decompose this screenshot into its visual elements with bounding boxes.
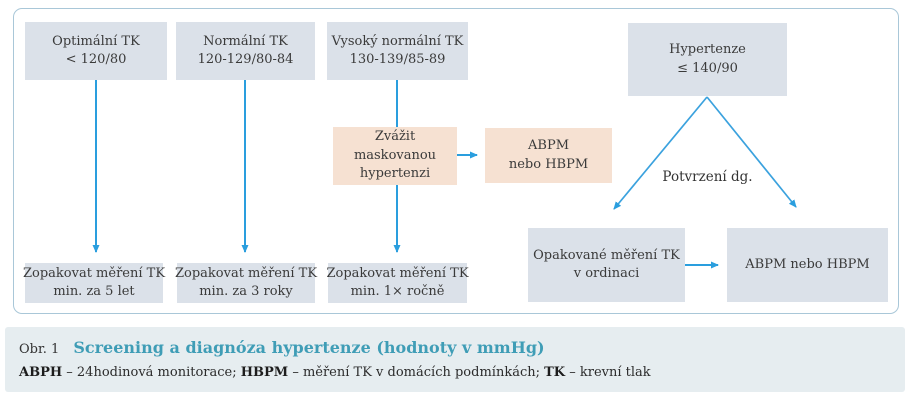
box-office-repeat-measurement: Opakované měření TK v ordinaci (528, 228, 685, 302)
box-line: nebo HBPM (508, 156, 589, 172)
label-confirm-dg: Potvrzení dg. (662, 169, 753, 185)
box-masked-hypertension: Zvážit maskovanou hypertenzi (333, 127, 457, 185)
box-line: Opakované měření TK (533, 247, 680, 263)
box-line: min. za 5 let (53, 284, 135, 299)
box-repeat-3-years: Zopakovat měření TK min. za 3 roky (174, 263, 318, 303)
box-high-normal-tk: Vysoký normální TK 130-139/85-89 (327, 22, 468, 80)
box-line: Zopakovat měření TK (22, 266, 166, 282)
box-line: min. za 3 roky (199, 284, 293, 299)
legend-desc: – měření TK v domácích podmínkách; (288, 365, 545, 380)
caption-band: Obr. 1 Screening a diagnóza hypertenze (… (5, 327, 905, 392)
box-line: Zopakovat měření TK (326, 266, 469, 282)
box-line: Zvážit (374, 129, 416, 145)
legend-abbr: HBPM (240, 365, 289, 380)
box-repeat-5-years: Zopakovat měření TK min. za 5 let (22, 263, 166, 303)
box-repeat-yearly: Zopakovat měření TK min. 1× ročně (326, 263, 469, 303)
box-abpm-hbpm-bottom: ABPM nebo HBPM (727, 228, 888, 302)
legend-desc: – krevní tlak (565, 365, 651, 380)
box-abpm-hbpm-top: ABPM nebo HBPM (485, 128, 612, 183)
box-line: ABPM (528, 138, 569, 154)
box-normal-tk: Normální TK 120-129/80-84 (176, 22, 315, 80)
box-optimal-tk: Optimální TK < 120/80 (25, 22, 167, 80)
box-hypertension: Hypertenze ≤ 140/90 (628, 23, 787, 96)
box-line: Hypertenze (669, 42, 746, 58)
box-line: 120-129/80-84 (197, 52, 294, 67)
box-line: min. 1× ročně (350, 284, 445, 299)
figure-number: Obr. 1 (19, 342, 60, 357)
figure-title: Screening a diagnóza hypertenze (hodnoty… (73, 338, 545, 357)
box-line: v ordinaci (573, 266, 640, 281)
legend-abbr: ABPH (19, 365, 63, 380)
legend-desc: – 24hodinová monitorace; (62, 365, 241, 380)
box-line: ≤ 140/90 (677, 60, 738, 76)
box-line: ABPM nebo HBPM (745, 256, 870, 272)
box-line: Optimální TK (52, 33, 140, 49)
box-line: < 120/80 (65, 52, 127, 67)
box-line: Normální TK (203, 33, 288, 49)
abbreviation-legend: ABPH – 24hodinová monitorace; HBPM – měř… (19, 365, 905, 380)
box-line: maskovanou (353, 147, 437, 163)
legend-abbr: TK (544, 365, 566, 380)
box-line: Vysoký normální TK (331, 33, 464, 49)
box-line: 130-139/85-89 (349, 52, 446, 67)
caption-row: Obr. 1 Screening a diagnóza hypertenze (… (19, 338, 905, 357)
box-line: Zopakovat měření TK (174, 266, 318, 282)
box-line: hypertenzi (359, 166, 431, 182)
